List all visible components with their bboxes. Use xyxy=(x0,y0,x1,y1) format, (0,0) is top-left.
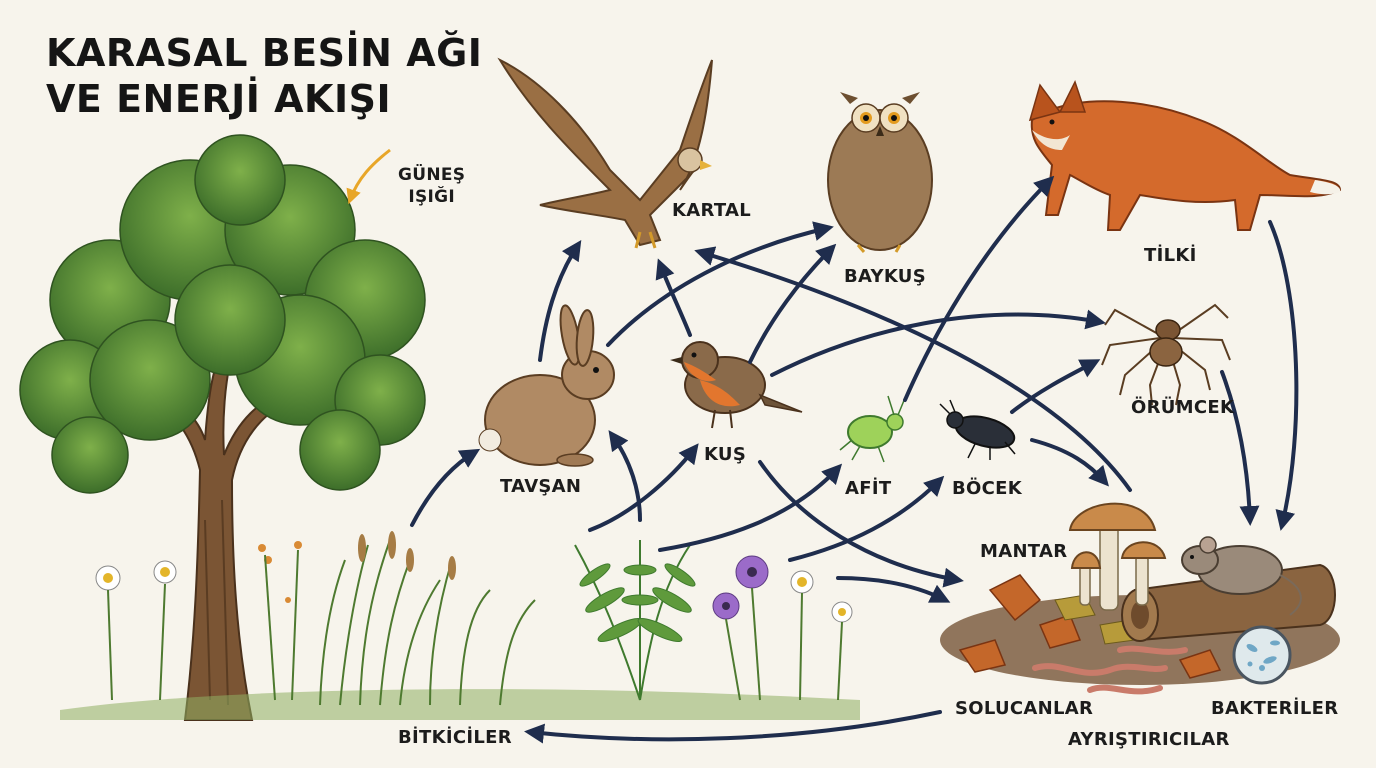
arrow-plants-to-bird xyxy=(588,443,699,532)
owl-illustration xyxy=(827,92,933,253)
label-eagle: KARTAL xyxy=(672,200,752,221)
beetle-illustration xyxy=(939,399,1016,460)
arrow-bird-to-decomposers xyxy=(758,460,964,588)
fox-illustration xyxy=(1028,80,1342,231)
arrow-bird-to-eagle xyxy=(655,258,692,337)
oak-tree xyxy=(19,134,426,721)
label-beetle: BÖCEK xyxy=(952,478,1022,499)
label-owl: BAYKUŞ xyxy=(844,266,926,287)
arrow-beetle-to-spider xyxy=(1010,359,1101,414)
bacteria-lens-illustration xyxy=(1232,625,1292,685)
energy-flow-arrows xyxy=(410,175,1299,744)
label-bird: KUŞ xyxy=(704,444,747,465)
arrow-plants-to-aphid xyxy=(658,463,843,552)
worms-illustration xyxy=(1032,645,1188,695)
title-line-1: KARASAL BESİN AĞI xyxy=(46,31,483,75)
sunlight-label-line-1: GÜNEŞ xyxy=(398,165,466,185)
page-title: KARASAL BESİN AĞI VE ENERJİ AKIŞI xyxy=(46,30,482,122)
spider-illustration xyxy=(1101,303,1231,406)
label-herbivores: BİTKİCİLER xyxy=(398,727,512,748)
mouse-illustration xyxy=(1181,536,1302,616)
arrow-decomposers-to-plants xyxy=(524,710,942,744)
label-worms: SOLUCANLAR xyxy=(955,698,1094,719)
robin-bird-illustration xyxy=(670,341,803,429)
arrow-fox-to-mouse xyxy=(1268,220,1299,531)
label-aphid: AFİT xyxy=(845,478,892,499)
arrow-bird-to-spider xyxy=(770,309,1106,377)
arrow-grass-to-bird xyxy=(608,430,642,522)
arrow-spider-to-eagle xyxy=(694,246,1132,492)
arrow-flowers-to-decomposers xyxy=(836,576,951,603)
arrow-bird-to-owl xyxy=(748,243,837,364)
eagle-illustration xyxy=(497,57,713,249)
sunlight-arrow xyxy=(346,148,391,205)
arrow-aphid-to-fox xyxy=(903,175,1055,402)
title-line-2: VE ENERJİ AKIŞI xyxy=(46,77,392,121)
fallen-log xyxy=(1121,563,1336,642)
arrow-plants-to-rabbit xyxy=(410,448,481,527)
label-decomposers: AYRIŞTIRICILAR xyxy=(1068,729,1230,750)
rabbit-illustration xyxy=(478,304,615,467)
arrow-plants-to-beetle xyxy=(788,475,945,562)
mushroom-illustration xyxy=(1068,502,1167,611)
aphid-illustration xyxy=(839,395,906,463)
arrow-beetle-to-mushroom xyxy=(1030,438,1109,487)
label-rabbit: TAVŞAN xyxy=(500,476,582,497)
arrow-rabbit-to-owl xyxy=(606,221,834,347)
ground-plants xyxy=(60,531,860,720)
sunlight-label: GÜNEŞ IŞIĞI xyxy=(398,164,465,208)
sunlight-label-line-2: IŞIĞI xyxy=(408,187,456,207)
label-mushroom: MANTAR xyxy=(980,541,1068,562)
label-fox: TİLKİ xyxy=(1144,245,1197,266)
arrow-spider-to-mouse xyxy=(1220,370,1260,526)
label-spider: ÖRÜMCEK xyxy=(1131,397,1235,418)
arrow-rabbit-to-eagle xyxy=(538,239,582,362)
label-bacteria: BAKTERİLER xyxy=(1211,698,1339,719)
